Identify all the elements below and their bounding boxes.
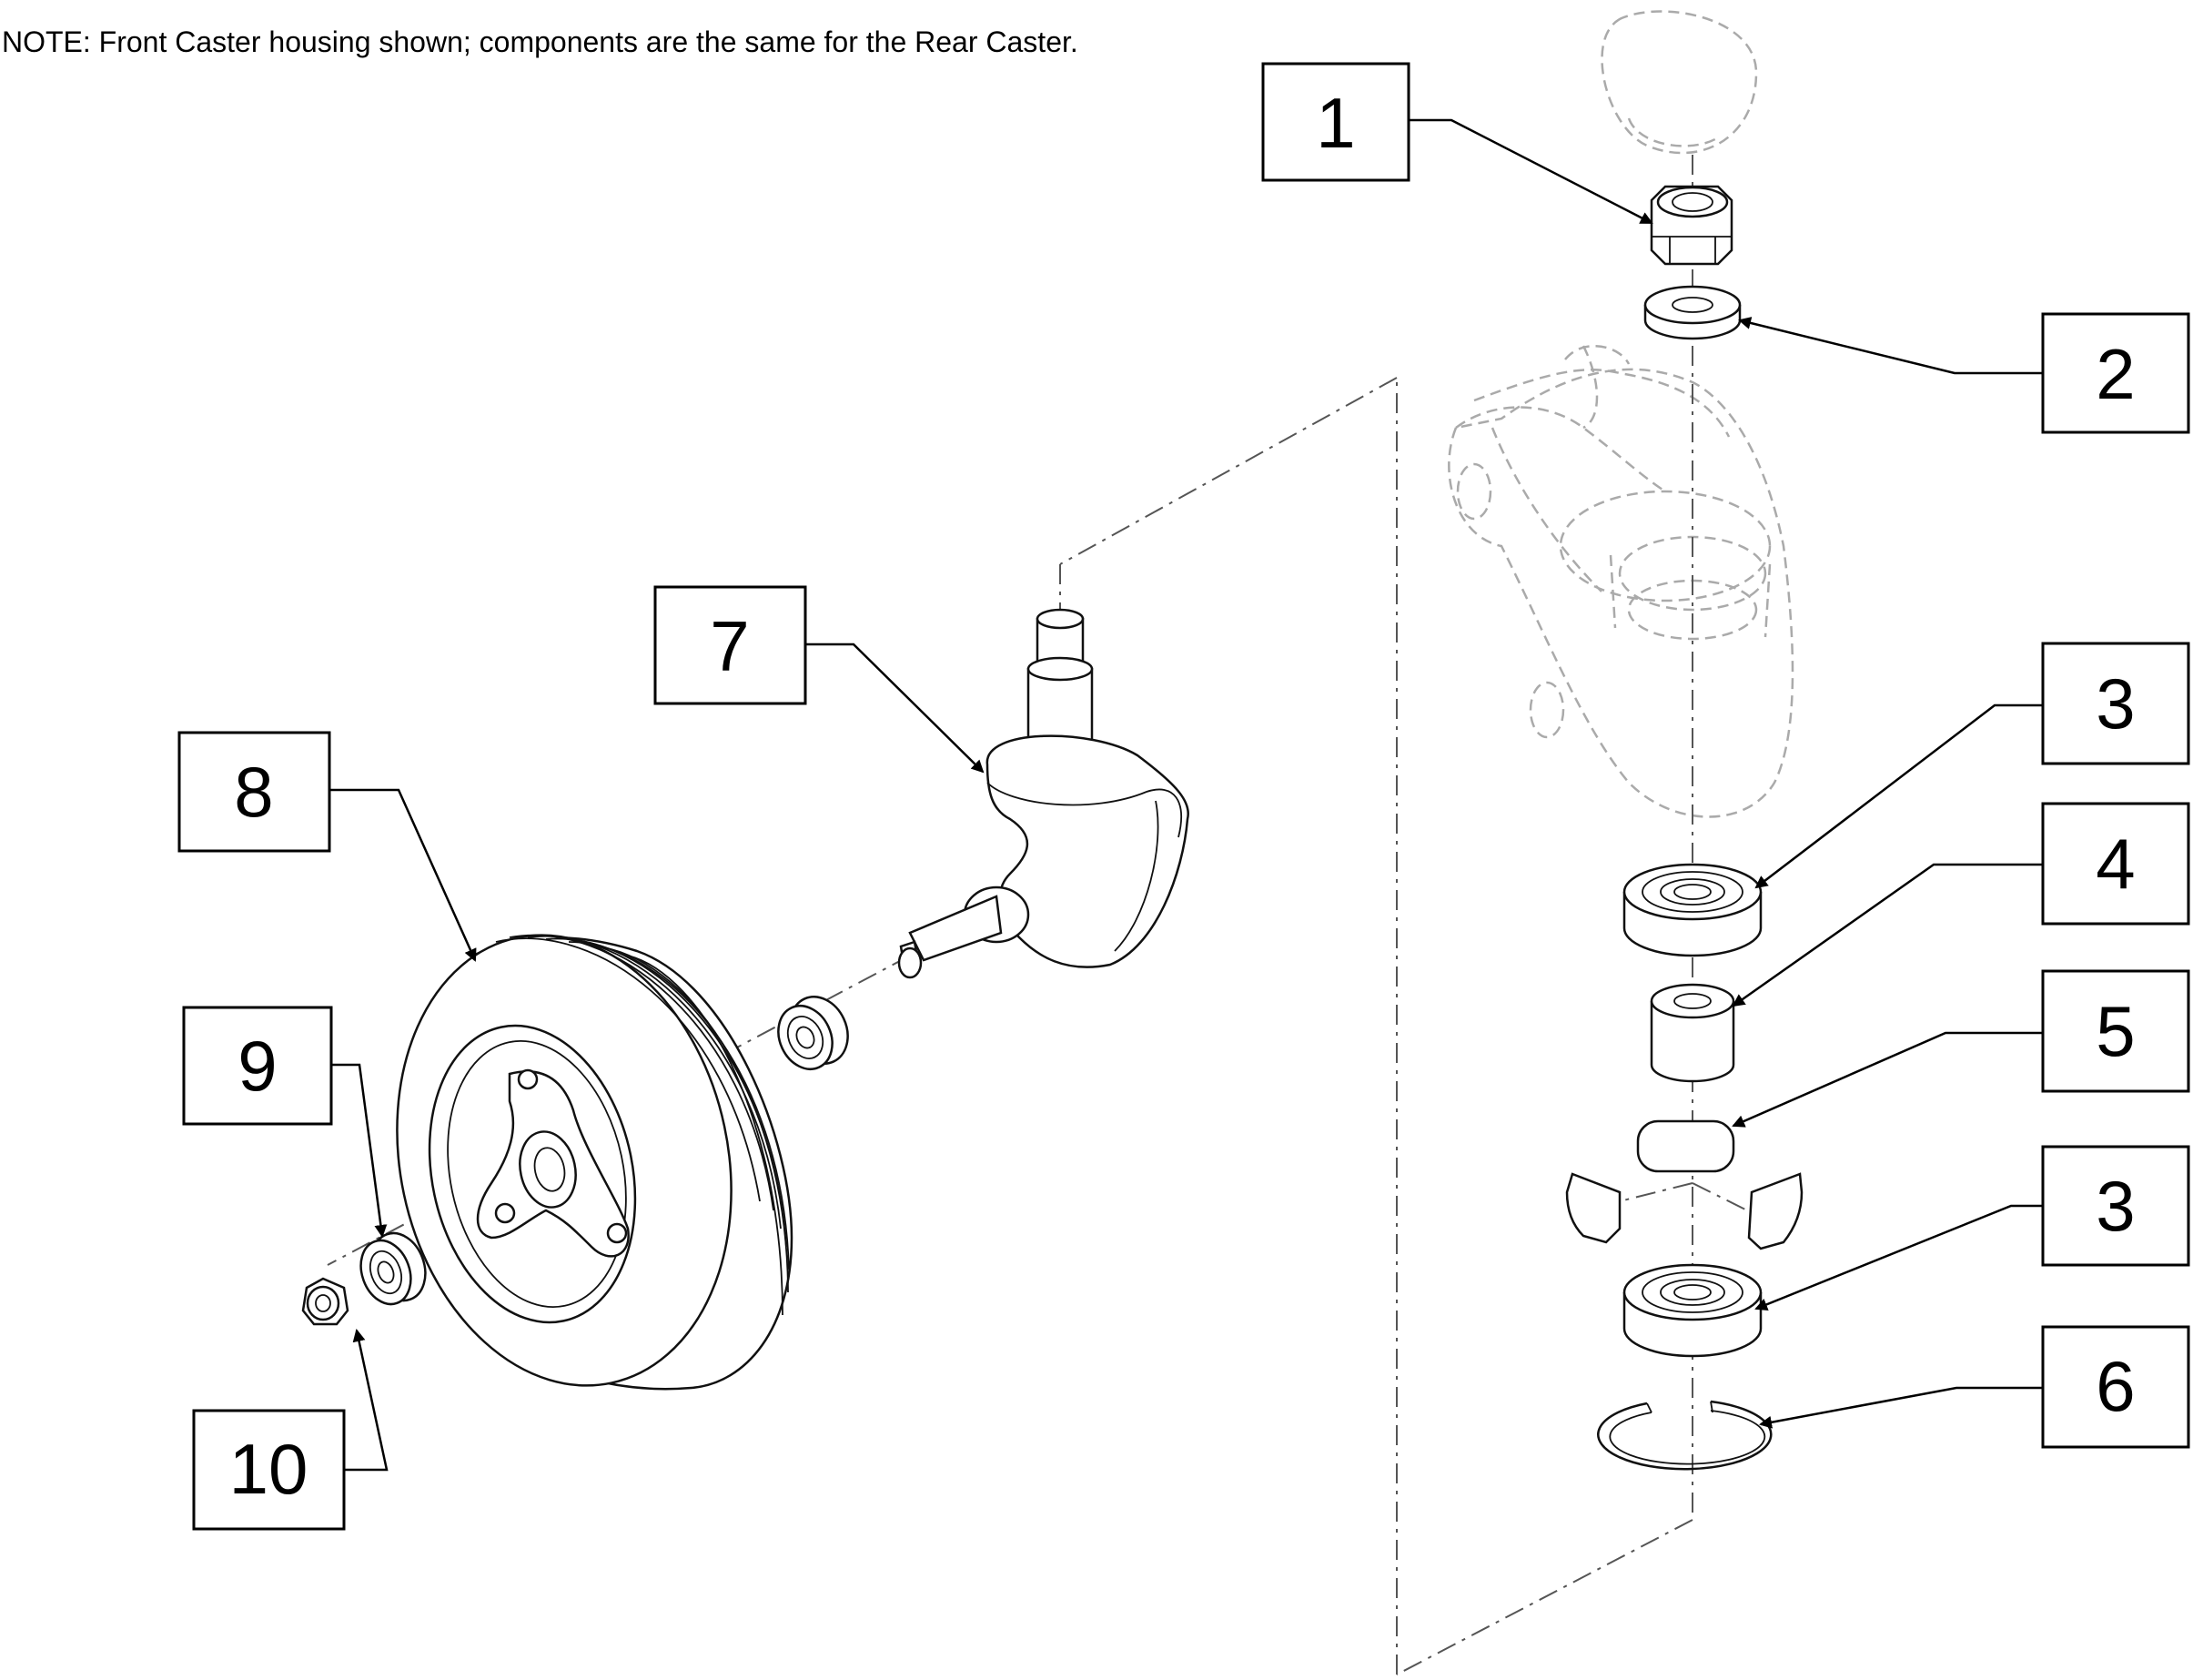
callout-5-label: 5	[2096, 991, 2135, 1071]
lock-nut-part	[1650, 185, 1733, 266]
wheel-bearing-part	[359, 1231, 427, 1306]
callout-8-label: 8	[234, 752, 273, 832]
callout-8: 8	[177, 731, 477, 962]
axis-return-line	[1396, 1519, 1693, 1675]
retaining-ring-part	[1597, 1400, 1773, 1471]
callout-3b-label: 3	[2096, 1166, 2135, 1246]
callout-1-label: 1	[1316, 83, 1355, 163]
callout-3a: 3	[1754, 642, 2190, 889]
callout-5: 5	[1732, 969, 2190, 1128]
axle-nut-part	[301, 1277, 349, 1326]
callout-7: 7	[653, 585, 985, 774]
diagram-note: NOTE: Front Caster housing shown; compon…	[2, 25, 1078, 58]
wheel-part	[396, 934, 793, 1391]
lower-bearing-part	[1622, 1263, 1763, 1358]
callout-2: 2	[1738, 312, 2190, 434]
caster-fork-part	[897, 608, 1189, 979]
spacer-blocks-part	[1565, 1119, 1804, 1250]
callout-3b: 3	[1754, 1145, 2190, 1311]
upper-bearing-part	[1622, 863, 1763, 957]
callout-1: 1	[1261, 62, 1653, 225]
callout-10: 10	[192, 1329, 389, 1531]
callout-10-label: 10	[229, 1429, 308, 1509]
callout-9: 9	[182, 1006, 388, 1238]
callout-4-label: 4	[2096, 824, 2135, 904]
axle-bearing-part	[777, 996, 849, 1070]
callout-6-label: 6	[2096, 1346, 2135, 1426]
callout-7-label: 7	[710, 606, 749, 686]
caster-housing-ghost	[1448, 10, 1794, 818]
axis-to-stem	[1059, 377, 1398, 565]
callout-3a-label: 3	[2096, 663, 2135, 744]
spacer-part	[1650, 983, 1735, 1083]
spacer-axis-b	[1692, 1182, 1748, 1211]
callout-6: 6	[1759, 1325, 2190, 1449]
callout-9-label: 9	[237, 1026, 277, 1106]
washer-part	[1643, 285, 1742, 340]
callout-2-label: 2	[2096, 334, 2135, 414]
callout-4: 4	[1732, 802, 2190, 1007]
